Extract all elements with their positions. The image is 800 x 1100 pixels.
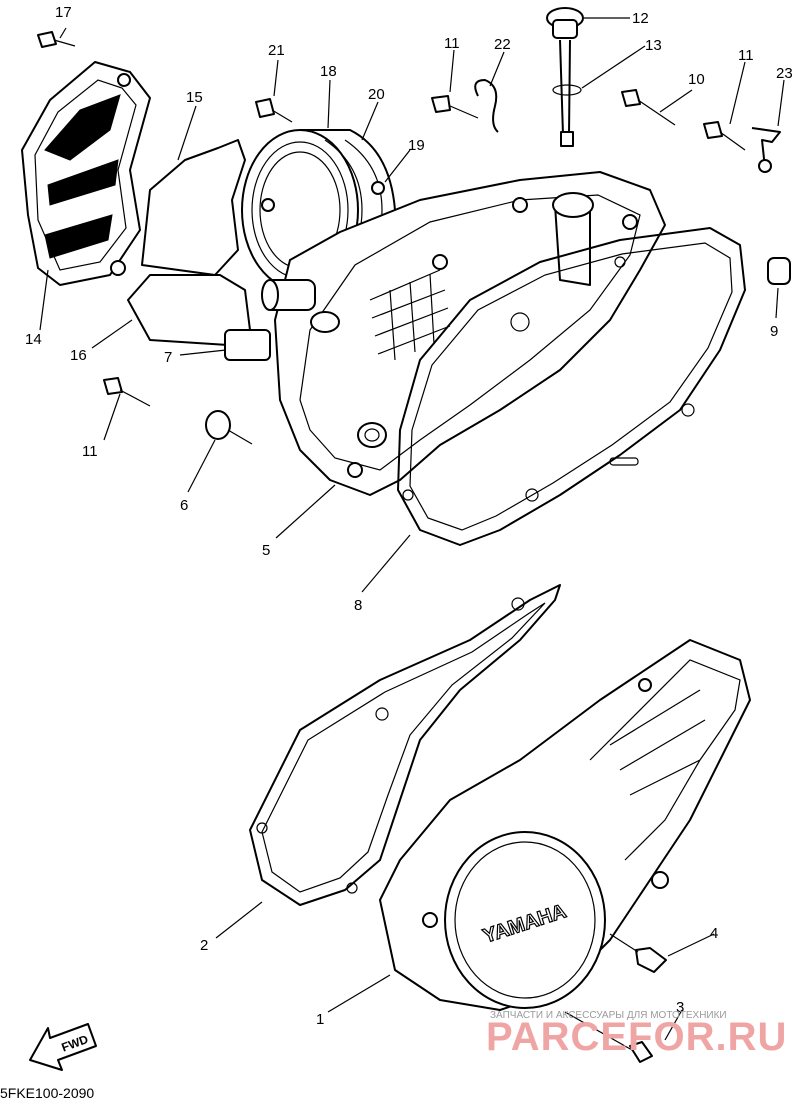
part-5-crankcase-cover <box>261 171 666 496</box>
callout-11-right: 11 <box>738 47 754 64</box>
callout-3: 3 <box>676 999 684 1016</box>
callout-7: 7 <box>164 349 172 366</box>
diagram-code: 5FKE100-2090 <box>0 1085 94 1100</box>
callout-11-top: 11 <box>444 35 460 52</box>
part-15-gasket <box>141 139 246 276</box>
callout-17: 17 <box>55 4 72 21</box>
callout-19: 19 <box>408 137 425 154</box>
callout-labels: 17 21 18 20 15 19 11 22 12 13 10 11 23 9… <box>25 4 793 1028</box>
callout-2: 2 <box>200 937 208 954</box>
callout-1: 1 <box>316 1011 324 1028</box>
callout-13: 13 <box>645 37 662 54</box>
forward-arrow-icon: FWD <box>29 1023 97 1071</box>
part-1-engine-cover: YAMAHA <box>379 639 751 1011</box>
part-2-gasket <box>249 584 561 906</box>
leader-lines <box>39 17 785 1041</box>
callout-4: 4 <box>710 925 718 942</box>
callout-21: 21 <box>268 42 285 59</box>
callout-12: 12 <box>632 10 649 27</box>
callout-8: 8 <box>354 597 362 614</box>
callout-14: 14 <box>25 331 42 348</box>
callout-18: 18 <box>320 63 337 80</box>
small-parts <box>37 7 791 1063</box>
part-8-gasket <box>397 227 746 546</box>
callout-5: 5 <box>262 542 270 559</box>
callout-20: 20 <box>368 86 385 103</box>
callout-16: 16 <box>70 347 87 364</box>
callout-23: 23 <box>776 65 793 82</box>
watermark-site: PARCEFOR.RU <box>486 1015 787 1059</box>
callout-6: 6 <box>180 497 188 514</box>
callout-11-left: 11 <box>82 443 98 460</box>
callout-15: 15 <box>186 89 203 106</box>
callout-10: 10 <box>688 71 705 88</box>
part-14-cover <box>21 61 151 286</box>
part-16-plate <box>127 274 251 346</box>
callout-9: 9 <box>770 323 778 340</box>
callout-22: 22 <box>494 36 511 53</box>
watermark-tagline: ЗАПЧАСТИ И АКСЕССУАРЫ ДЛЯ МОТОТЕХНИКИ <box>490 1010 727 1021</box>
watermark: ЗАПЧАСТИ И АКСЕССУАРЫ ДЛЯ МОТОТЕХНИКИ PA… <box>486 1010 787 1059</box>
